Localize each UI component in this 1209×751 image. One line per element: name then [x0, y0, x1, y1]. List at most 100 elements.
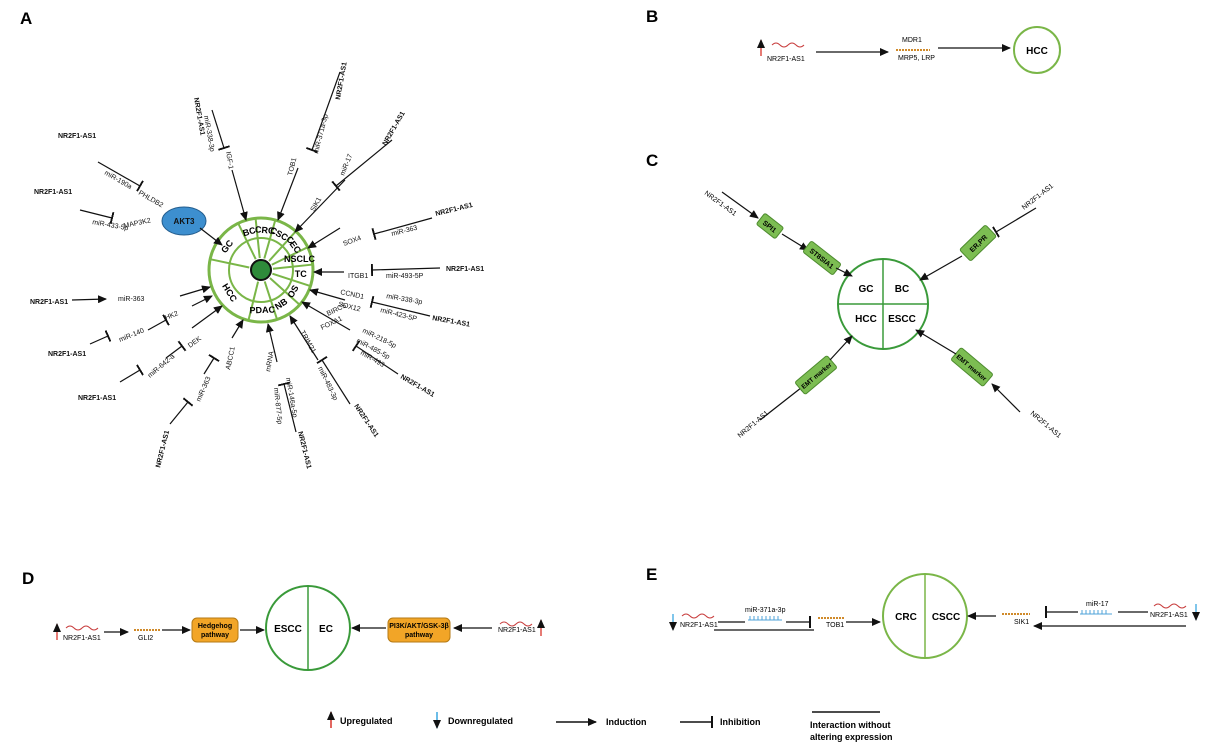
- lnc-c4: NR2F1-AS1: [1029, 410, 1062, 440]
- lnc-c3: NR2F1-AS1: [737, 410, 770, 440]
- mir-493: miR-493-5P: [386, 273, 424, 280]
- inh-dek: [165, 340, 187, 359]
- inh-140: [89, 330, 112, 345]
- c-line-1: [721, 191, 759, 219]
- wheel-label-bc: BC: [242, 225, 258, 238]
- panel-label-d: D: [22, 569, 34, 588]
- inh-363-bottom: [169, 397, 194, 425]
- lnc-wave-e1: [681, 613, 715, 619]
- legend-down-label: Downregulated: [448, 716, 513, 726]
- inh-371a: [306, 71, 341, 153]
- c-line-7: [829, 335, 853, 361]
- mir17-label-e: miR-17: [1086, 601, 1109, 608]
- mir-371a: miR-371a-3p: [313, 113, 330, 154]
- mir371-label-e: miR-371a-3p: [745, 607, 786, 614]
- center-inner-circle: [228, 237, 294, 303]
- gene-dek: DEK: [187, 335, 203, 349]
- c-line-5: [919, 255, 963, 281]
- wheel-label-tc: TC: [295, 269, 307, 279]
- c-line-9: [915, 329, 957, 355]
- panel-label-b: B: [646, 7, 658, 26]
- legend-inter-label-1: Interaction without: [810, 720, 891, 730]
- akt3-label: AKT3: [174, 217, 195, 226]
- gene-sox4: SOX4: [342, 235, 362, 248]
- arrow-hcc-b: [191, 305, 223, 329]
- arrow-nb: [289, 315, 319, 361]
- lnc-wave-b: [771, 42, 805, 48]
- quad-bc: BC: [895, 284, 909, 295]
- st8-box: ST8SIA1: [803, 241, 841, 275]
- pi3k-box: [387, 617, 451, 643]
- lnc-a6: NR2F1-AS1: [435, 202, 474, 218]
- emt-box-right: EMT marker: [951, 347, 993, 387]
- arrow-gc: [199, 227, 223, 246]
- gene-phldb2: PHLDB2: [137, 190, 164, 210]
- mir-877: miR-877-5p: [272, 387, 283, 424]
- c-line-8: [991, 383, 1021, 413]
- legend-up-label: Upregulated: [340, 716, 393, 726]
- quad-gc: GC: [859, 284, 874, 295]
- panel-b: NR2F1-AS1 MDR1 MRP5, LRP HCC: [757, 26, 1061, 74]
- inh-190a: [97, 161, 144, 192]
- lnc-a11: NR2F1-AS1: [399, 374, 436, 399]
- wheel-label-pdac: PDAC: [249, 305, 275, 316]
- inh-146: [277, 381, 297, 433]
- wheel-spoke: [268, 230, 297, 262]
- gli2-label: GLI2: [138, 635, 153, 642]
- wheel-spoke: [263, 219, 277, 259]
- inh-642: [119, 364, 144, 383]
- mdr1-label: MDR1: [902, 37, 922, 44]
- mir-146: miR-146a-5p: [284, 377, 298, 418]
- lnc-a14: NR2F1-AS1: [155, 430, 171, 469]
- inh-433: [79, 209, 115, 225]
- arrow-hcc-d: [179, 285, 211, 297]
- wheel-spoke: [254, 218, 261, 259]
- mir-642: miR-642-a: [147, 353, 177, 379]
- arrow-hcc-a: [231, 319, 244, 339]
- wheel-spoke: [272, 263, 313, 270]
- gene-igf1: IGF-1: [224, 151, 234, 170]
- inh-hk2: [147, 314, 170, 331]
- lnc-a15: NR2F1-AS1: [296, 431, 312, 470]
- gene-ccnd1: CCND1: [340, 289, 365, 301]
- mir-338-right: miR-338-3p: [386, 293, 423, 306]
- lnc-a8: NR2F1-AS1: [30, 299, 68, 306]
- hedgehog-label-1: Hedgehog: [198, 623, 232, 630]
- sik1-label-e: SIK1: [1014, 619, 1029, 626]
- pi3k-label-2: pathway: [405, 632, 433, 639]
- panel-label-e: E: [646, 565, 657, 584]
- inh-17: [331, 139, 393, 192]
- tob1-label-e: TOB1: [826, 622, 844, 629]
- akt3-node: [161, 206, 207, 236]
- escc-label-d: ESCC: [274, 624, 302, 635]
- arrow-tc: [309, 288, 346, 301]
- inh-423: [369, 295, 431, 317]
- lnc-wave-e2: [1153, 603, 1187, 609]
- gene-abcc1: ABCC1: [225, 346, 237, 370]
- lnc-a5: NR2F1-AS1: [34, 189, 72, 196]
- mir-363-right: miR-363: [391, 225, 418, 238]
- lnc-c2: NR2F1-AS1: [1021, 183, 1055, 212]
- emt-box-left: EMT marker: [795, 355, 837, 395]
- arrow-os: [301, 301, 351, 331]
- wheel-spoke: [237, 222, 257, 260]
- inh-abcc1: [203, 353, 220, 375]
- mrp-label: MRP5, LRP: [898, 55, 935, 62]
- c-line-6: [759, 383, 807, 421]
- quad-escc: ESCC: [888, 314, 916, 325]
- c-line-2: [781, 233, 809, 251]
- mir17-mark-e: [1080, 610, 1112, 615]
- center-core: [250, 259, 272, 281]
- mir-433: miR-433-5p: [92, 219, 129, 232]
- arrow-cscc: [294, 179, 346, 233]
- hcc-label-b: HCC: [1026, 46, 1048, 57]
- panel-label-c: C: [646, 151, 658, 170]
- inh-363-right: [371, 217, 433, 241]
- mir-140: miR-140: [118, 327, 145, 343]
- erpr-box: ER,PR: [959, 225, 997, 261]
- lnc-c1: NR2F1-AS1: [703, 190, 738, 218]
- legend-ind-label: Induction: [606, 717, 647, 727]
- mir-423: miR-423-5P: [380, 307, 418, 323]
- spi1-box: SPI1: [756, 213, 784, 239]
